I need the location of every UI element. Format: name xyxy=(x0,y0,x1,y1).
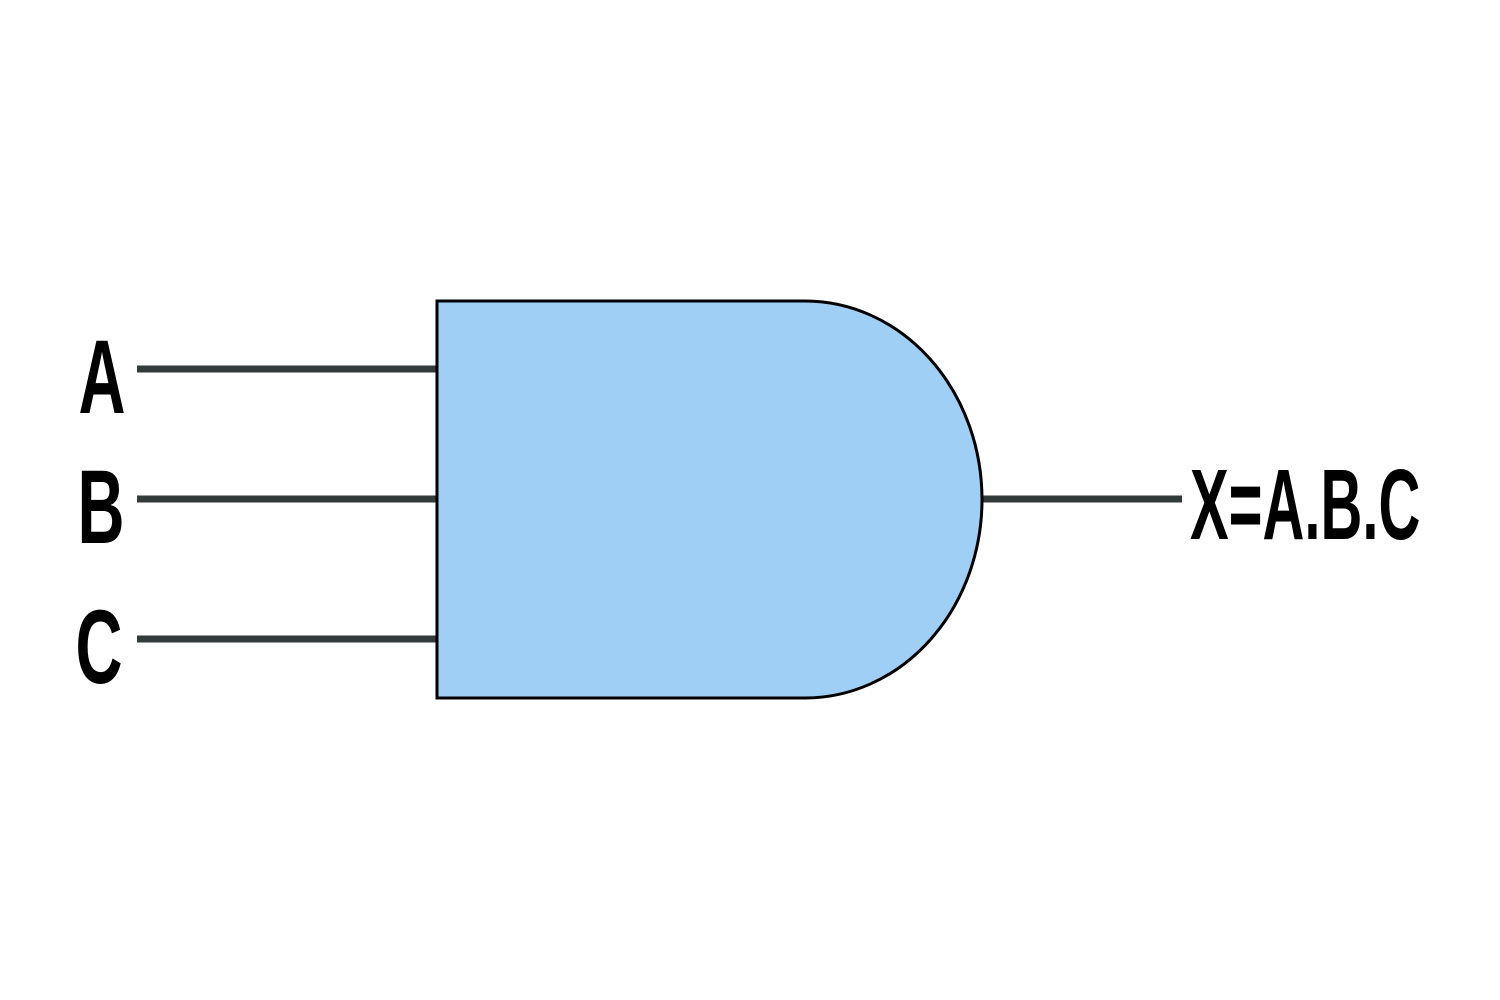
input-label-b: B xyxy=(77,448,124,566)
and-gate-body xyxy=(435,299,984,700)
input-label-c: C xyxy=(75,588,122,706)
input-label-a: A xyxy=(78,318,125,436)
output-expression-label: X=A.B.C xyxy=(1190,450,1420,561)
